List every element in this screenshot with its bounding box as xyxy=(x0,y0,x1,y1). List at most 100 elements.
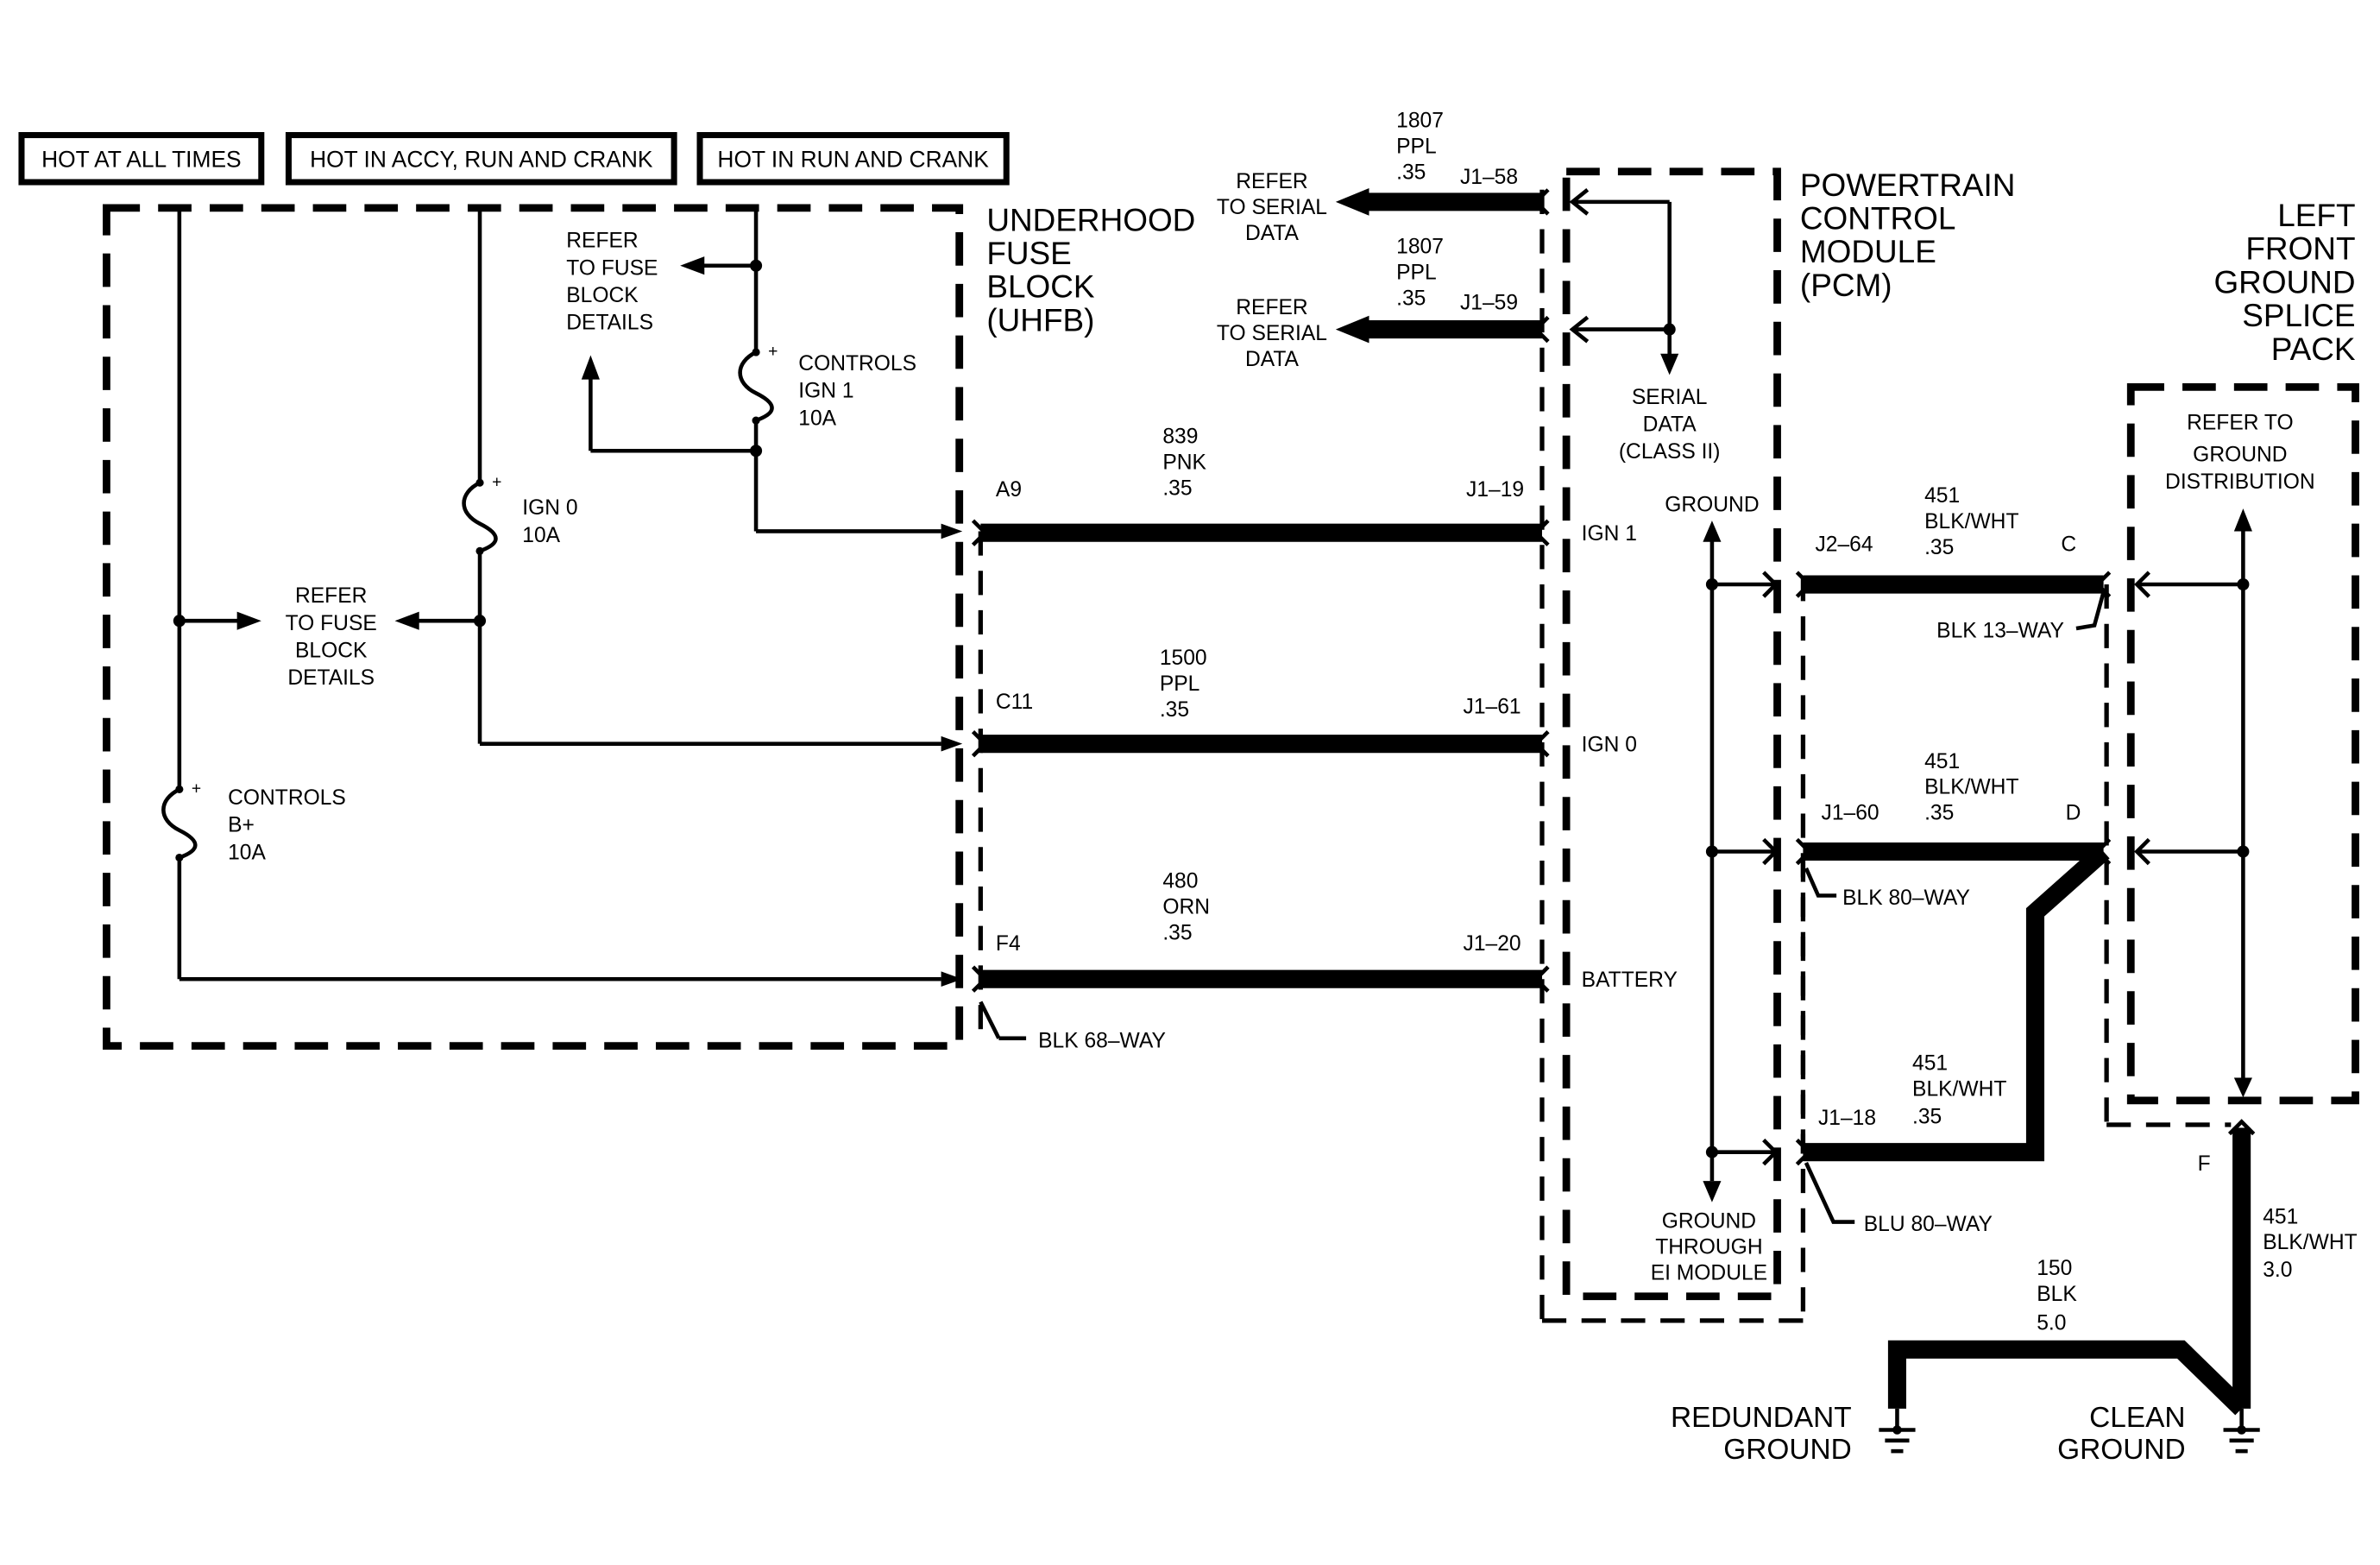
svg-text:150: 150 xyxy=(2037,1257,2072,1280)
svg-text:10A: 10A xyxy=(522,524,560,547)
svg-text:PPL: PPL xyxy=(1160,672,1200,696)
svg-text:GROUND: GROUND xyxy=(2057,1434,2185,1466)
svg-text:.35: .35 xyxy=(1162,476,1192,500)
svg-text:CLEAN: CLEAN xyxy=(2089,1402,2185,1434)
svg-text:.35: .35 xyxy=(1924,802,1954,825)
pcm-title: POWERTRAIN CONTROL MODULE (PCM) xyxy=(1800,167,2015,303)
wire-451-c-label: 451 BLK/WHT .35 xyxy=(1924,484,2018,559)
wire-150-label: 150 BLK 5.0 xyxy=(2037,1257,2077,1335)
svg-text:GROUND: GROUND xyxy=(2213,264,2355,300)
pin-j1-58: J1–58 xyxy=(1460,166,1518,189)
ign1-circuit: + xyxy=(581,207,963,540)
svg-text:480: 480 xyxy=(1162,870,1198,893)
svg-text:(CLASS II): (CLASS II) xyxy=(1619,440,1721,464)
wire-451-d-label: 451 BLK/WHT .35 xyxy=(1924,750,2018,825)
svg-text:10A: 10A xyxy=(798,407,836,430)
pin-j1-20: J1–20 xyxy=(1464,932,1521,956)
splice-connector-label: BLK 13–WAY xyxy=(1936,620,2064,643)
svg-text:REFER: REFER xyxy=(1236,170,1307,193)
splice-pin-f: F xyxy=(2198,1152,2211,1176)
svg-text:SPLICE: SPLICE xyxy=(2242,298,2355,333)
svg-text:PPL: PPL xyxy=(1396,136,1437,159)
svg-text:3.0: 3.0 xyxy=(2263,1259,2292,1282)
wire-451-j1-18-label: 451 BLK/WHT .35 xyxy=(1912,1052,2006,1129)
svg-text:MODULE: MODULE xyxy=(1800,234,1936,269)
svg-text:TO FUSE: TO FUSE xyxy=(286,612,377,635)
svg-text:EI MODULE: EI MODULE xyxy=(1651,1261,1767,1284)
svg-text:10A: 10A xyxy=(228,841,266,864)
svg-text:HOT IN ACCY, RUN AND CRANK: HOT IN ACCY, RUN AND CRANK xyxy=(310,146,653,172)
svg-text:GROUND: GROUND xyxy=(1662,1210,1756,1234)
svg-text:CONTROL: CONTROL xyxy=(1800,201,1955,237)
pcm-battery-label: BATTERY xyxy=(1582,969,1678,992)
svg-text:HOT IN RUN AND CRANK: HOT IN RUN AND CRANK xyxy=(717,146,989,172)
svg-text:1807: 1807 xyxy=(1396,236,1444,259)
svg-text:PNK: PNK xyxy=(1162,451,1206,474)
svg-text:PACK: PACK xyxy=(2271,331,2356,367)
pcm-ground-label: GROUND xyxy=(1665,494,1759,517)
svg-text:IGN 0: IGN 0 xyxy=(522,496,577,520)
svg-text:CONTROLS: CONTROLS xyxy=(798,352,916,375)
svg-text:.35: .35 xyxy=(1924,536,1954,559)
power-label-hot-accy: HOT IN ACCY, RUN AND CRANK xyxy=(285,131,677,186)
pcm-serial-data-bus xyxy=(1569,188,1679,375)
svg-text:CONTROLS: CONTROLS xyxy=(228,786,346,810)
svg-text:839: 839 xyxy=(1162,425,1198,448)
svg-text:DETAILS: DETAILS xyxy=(566,312,653,335)
svg-text:REFER: REFER xyxy=(566,230,638,253)
svg-text:BLOCK: BLOCK xyxy=(986,269,1095,305)
serial-wire-j1-58 xyxy=(1335,188,1550,216)
pcm-conn-blu80: BLU 80–WAY xyxy=(1864,1213,1993,1236)
svg-text:ORN: ORN xyxy=(1162,896,1210,919)
pcm-ign1-label: IGN 1 xyxy=(1582,522,1637,546)
svg-text:LEFT: LEFT xyxy=(2277,198,2355,233)
pin-j2-64: J2–64 xyxy=(1815,533,1873,556)
svg-text:1500: 1500 xyxy=(1160,647,1207,670)
uhfb-connector-label: BLK 68–WAY xyxy=(1038,1029,1166,1052)
svg-text:.35: .35 xyxy=(1162,922,1192,945)
b-plus-circuit: + xyxy=(161,207,963,988)
ign0-circuit: + xyxy=(394,207,963,752)
svg-text:DATA: DATA xyxy=(1245,222,1300,245)
svg-text:TO SERIAL: TO SERIAL xyxy=(1217,322,1327,345)
svg-text:451: 451 xyxy=(2263,1205,2298,1228)
wire-480 xyxy=(971,965,1550,993)
pin-j1-59: J1–59 xyxy=(1460,292,1518,315)
pin-j1-19: J1–19 xyxy=(1466,478,1524,502)
splice-bus xyxy=(2134,508,2252,1098)
pcm-ign0-label: IGN 0 xyxy=(1582,733,1637,756)
splice-refer-label: REFER TO GROUND DISTRIBUTION xyxy=(2165,412,2315,495)
svg-text:451: 451 xyxy=(1924,750,1960,773)
svg-text:FRONT: FRONT xyxy=(2245,231,2355,267)
wire-451-j1-60 xyxy=(1795,837,2112,866)
svg-text:1807: 1807 xyxy=(1396,110,1444,133)
wire-480-label: 480 ORN .35 xyxy=(1162,870,1210,945)
pcm-conn-blk80: BLK 80–WAY xyxy=(1842,887,1970,910)
svg-text:TO SERIAL: TO SERIAL xyxy=(1217,196,1327,219)
svg-text:451: 451 xyxy=(1912,1052,1948,1076)
pin-c11: C11 xyxy=(996,691,1033,714)
splice-enclosure xyxy=(2126,383,2359,1105)
svg-text:GROUND: GROUND xyxy=(2193,444,2287,467)
svg-text:.35: .35 xyxy=(1160,698,1189,722)
svg-text:(UHFB): (UHFB) xyxy=(986,302,1094,338)
svg-text:BLK: BLK xyxy=(2037,1283,2077,1306)
wire-451-f xyxy=(2227,1119,2256,1409)
fuse-b-plus-label: CONTROLS B+ 10A xyxy=(228,786,346,864)
svg-text:+: + xyxy=(192,779,201,798)
svg-text:HOT AT ALL TIMES: HOT AT ALL TIMES xyxy=(41,146,241,172)
redundant-ground-icon xyxy=(1879,1408,1916,1454)
svg-text:PPL: PPL xyxy=(1396,262,1437,285)
wire-839 xyxy=(971,519,1550,546)
wire-1500 xyxy=(971,729,1550,758)
wire-451-j2-64 xyxy=(1795,571,2112,598)
svg-text:REFER: REFER xyxy=(295,584,367,608)
svg-text:DATA: DATA xyxy=(1643,413,1697,436)
wire-1807a-label: 1807 PPL .35 xyxy=(1396,110,1444,185)
svg-text:B+: B+ xyxy=(228,814,255,837)
fuse-ign1-label: CONTROLS IGN 1 10A xyxy=(798,352,916,430)
pin-j1-60: J1–60 xyxy=(1822,802,1879,825)
svg-text:.35: .35 xyxy=(1396,287,1426,310)
svg-text:THROUGH: THROUGH xyxy=(1655,1236,1762,1259)
svg-text:BLOCK: BLOCK xyxy=(295,639,368,662)
